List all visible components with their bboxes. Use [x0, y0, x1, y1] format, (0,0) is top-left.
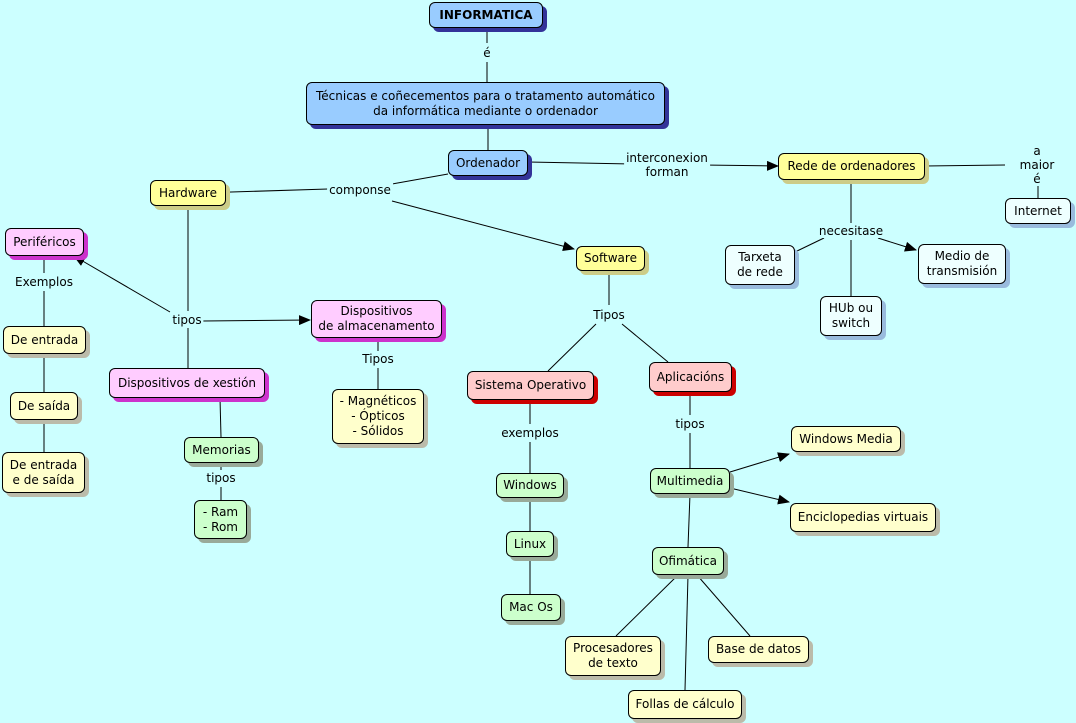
- node-ram-rom: - Ram - Rom: [194, 500, 247, 539]
- link-line: [621, 323, 669, 363]
- node-perifericos: Periféricos: [5, 228, 84, 256]
- link-line: [701, 160, 779, 171]
- label-tipos-hardware: tipos: [170, 313, 204, 327]
- link-line: [729, 452, 790, 473]
- label-a-maior-e: a maior é: [1017, 144, 1057, 186]
- node-windows: Windows: [496, 473, 564, 498]
- label-tipos-software: Tipos: [591, 308, 627, 322]
- node-medio-transmision: Medio de transmisión: [918, 244, 1006, 284]
- label-tipos-aplicacions: tipos: [673, 417, 707, 431]
- node-tipos-almacenamento: - Magnéticos - Ópticos - Sólidos: [332, 389, 424, 444]
- link-line: [729, 487, 790, 505]
- node-base-datos: Base de datos: [708, 636, 809, 663]
- link-line: [391, 200, 575, 252]
- link-line: [615, 574, 679, 637]
- node-dispositivos-almacenamento: Dispositivos de almacenamento: [311, 300, 442, 338]
- link-line: [391, 173, 449, 185]
- label-exemplos-perifericos: Exemplos: [13, 275, 75, 289]
- link-line: [547, 323, 597, 372]
- node-hardware: Hardware: [150, 180, 226, 206]
- link-line: [696, 574, 751, 637]
- node-de-entrada: De entrada: [3, 326, 86, 354]
- node-tecnicas: Técnicas e coñecementos para o tratament…: [306, 82, 665, 125]
- label-componse: componse: [327, 183, 393, 197]
- node-software: Software: [576, 246, 645, 271]
- link-line: [794, 237, 825, 253]
- node-dispositivos-xestion: Dispositivos de xestión: [109, 368, 265, 398]
- node-hub-switch: HUb ou switch: [820, 296, 882, 336]
- link-line: [684, 574, 689, 691]
- node-aplicacions: Aplicacións: [649, 362, 732, 392]
- node-procesadores-texto: Procesadores de texto: [565, 636, 661, 676]
- node-de-saida: De saída: [10, 392, 78, 420]
- node-ordenador: Ordenador: [448, 150, 528, 176]
- node-windows-media: Windows Media: [791, 426, 901, 452]
- node-ofimatica: Ofimática: [652, 547, 724, 575]
- node-macos: Mac Os: [501, 594, 561, 621]
- label-tipos-memorias: tipos: [204, 471, 238, 485]
- node-de-entrada-e-de-saida: De entrada e de saída: [2, 452, 85, 493]
- link-line: [924, 164, 1006, 167]
- link-line: [877, 237, 917, 252]
- label-exemplos-so: exemplos: [499, 426, 561, 440]
- link-line: [527, 161, 633, 165]
- link-line: [73, 255, 171, 313]
- node-internet: Internet: [1005, 198, 1071, 224]
- node-multimedia: Multimedia: [650, 468, 730, 494]
- label-e: é: [481, 46, 493, 60]
- node-linux: Linux: [506, 531, 554, 557]
- link-line: [219, 397, 222, 438]
- link-line: [202, 315, 311, 326]
- link-line: [687, 493, 691, 548]
- node-memorias: Memorias: [184, 437, 259, 463]
- node-rede-ordenadores: Rede de ordenadores: [778, 153, 925, 180]
- label-interconexion-forman: interconexion forman: [624, 151, 710, 179]
- label-tipos-almacenamento: Tipos: [360, 352, 396, 366]
- node-sistema-operativo: Sistema Operativo: [467, 371, 594, 400]
- node-enciclopedias-virtuais: Enciclopedias virtuais: [790, 503, 936, 532]
- node-follas-calculo: Follas de cálculo: [628, 690, 742, 719]
- node-informatica: INFORMATICA: [429, 2, 543, 28]
- label-necesitase: necesitase: [816, 224, 886, 238]
- node-tarxeta-rede: Tarxeta de rede: [725, 245, 795, 285]
